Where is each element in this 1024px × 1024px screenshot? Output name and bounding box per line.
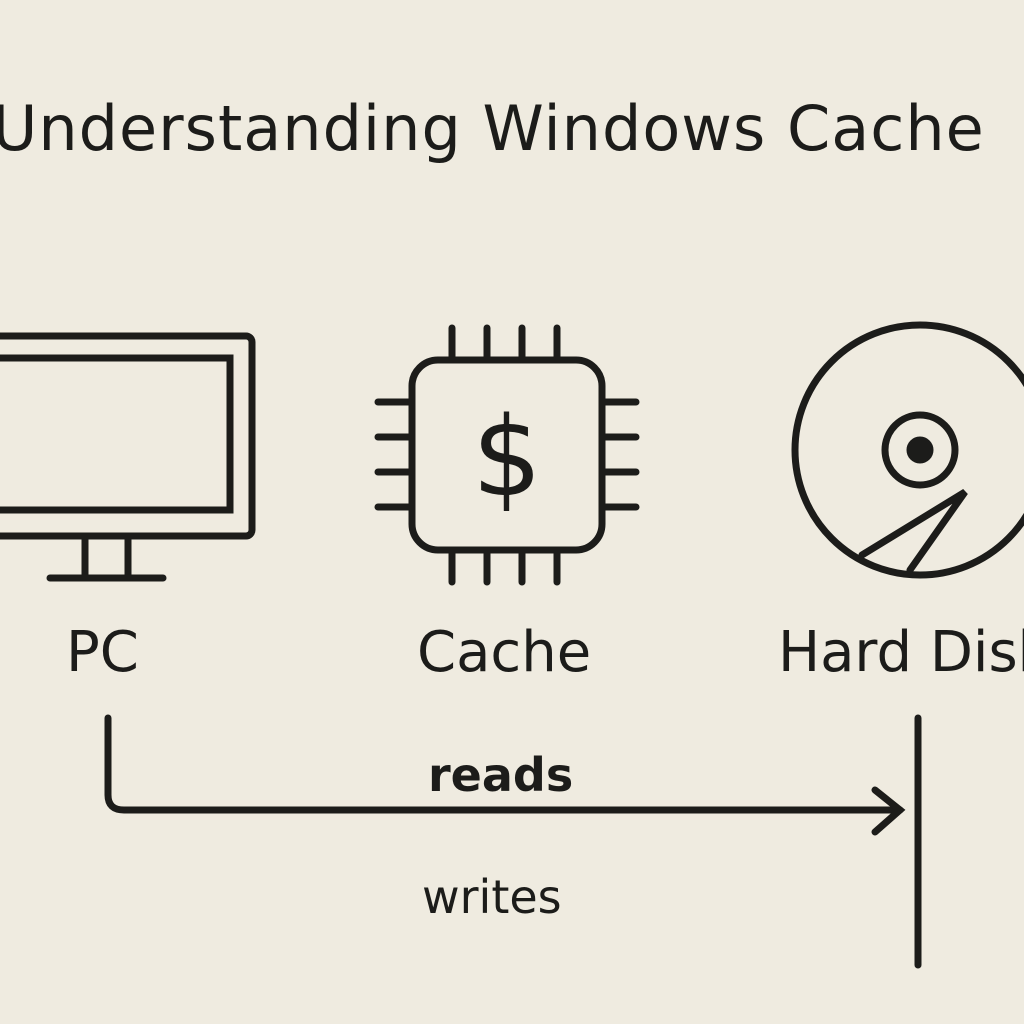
- hard-disk-label: Hard Disk: [778, 620, 1024, 685]
- reads-arrow: [104, 714, 906, 836]
- hard-disk-icon: [791, 321, 1024, 579]
- pc-label: PC: [66, 620, 139, 685]
- writes-label: writes: [422, 870, 562, 924]
- dollar-symbol: $: [472, 393, 542, 521]
- reads-label: reads: [428, 748, 574, 802]
- diagram-title: Understanding Windows Cache: [0, 92, 985, 165]
- chip-icon: [374, 324, 640, 586]
- monitor-icon: [0, 332, 256, 582]
- cache-label: Cache: [417, 620, 592, 685]
